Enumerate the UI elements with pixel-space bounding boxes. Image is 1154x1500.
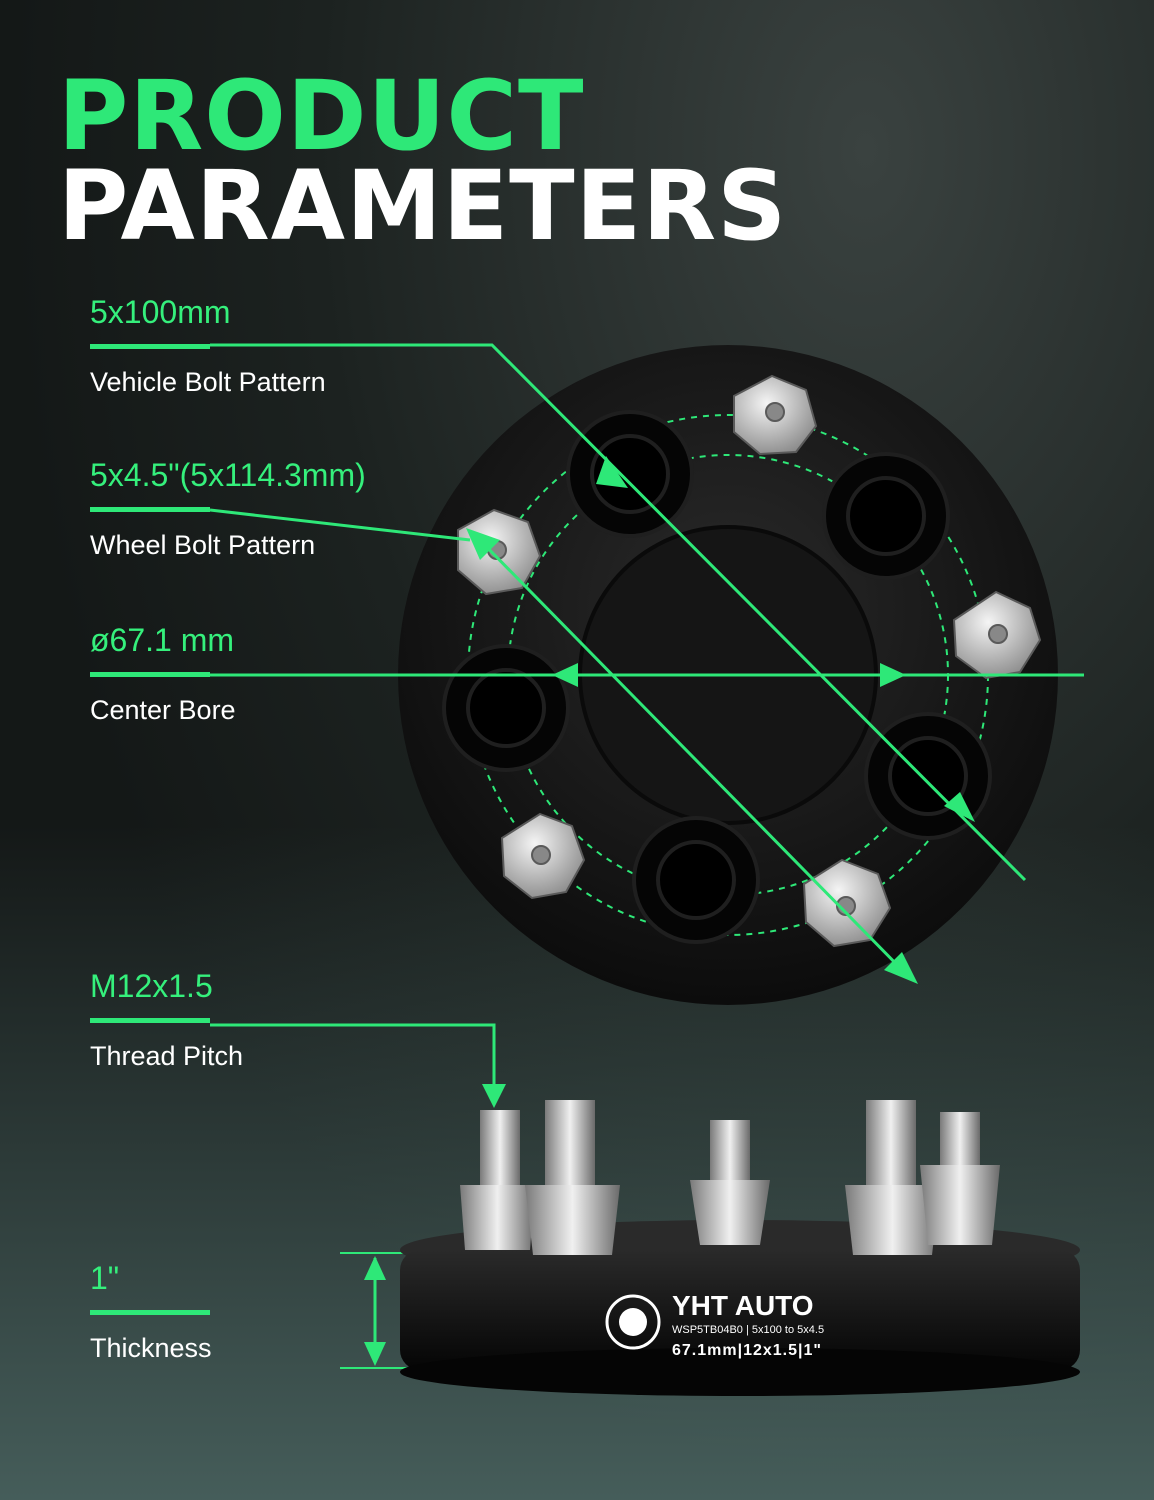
- bolt-holes: [442, 410, 992, 944]
- param-value: 1": [90, 1260, 120, 1296]
- param-wheel-bolt-pattern: 5x4.5"(5x114.3mm) Wheel Bolt Pattern: [90, 455, 366, 561]
- param-label: Thread Pitch: [90, 1041, 244, 1071]
- lug-nuts: [457, 374, 1042, 948]
- accent-bar: [90, 672, 210, 677]
- param-center-bore: ø67.1 mm Center Bore: [90, 620, 236, 726]
- spec-line: 67.1mm|12x1.5|1": [672, 1342, 822, 1359]
- param-thickness: 1" Thickness: [90, 1258, 212, 1364]
- accent-bar: [90, 1018, 210, 1023]
- param-label: Center Bore: [90, 695, 236, 725]
- accent-bar: [90, 1310, 210, 1315]
- param-vehicle-bolt-pattern: 5x100mm Vehicle Bolt Pattern: [90, 292, 326, 398]
- param-label: Vehicle Bolt Pattern: [90, 367, 326, 397]
- accent-bar: [90, 344, 210, 349]
- param-value: ø67.1 mm: [90, 622, 235, 658]
- accent-bar: [90, 507, 210, 512]
- dimension-lines: [209, 343, 1084, 1369]
- title-line-1: PRODUCT: [58, 60, 585, 172]
- title-line-2: PARAMETERS: [58, 150, 788, 262]
- param-label: Thickness: [90, 1333, 212, 1363]
- spacer-side-view: [400, 1100, 1080, 1396]
- model-line: WSP5TB04B0 | 5x100 to 5x4.5: [672, 1324, 825, 1336]
- param-label: Wheel Bolt Pattern: [90, 530, 316, 560]
- param-value: 5x100mm: [90, 294, 231, 330]
- param-value: M12x1.5: [90, 968, 213, 1004]
- param-thread-pitch: M12x1.5 Thread Pitch: [90, 966, 243, 1072]
- param-value: 5x4.5"(5x114.3mm): [90, 457, 366, 493]
- brand-logo-text: YHT AUTO: [672, 1290, 814, 1321]
